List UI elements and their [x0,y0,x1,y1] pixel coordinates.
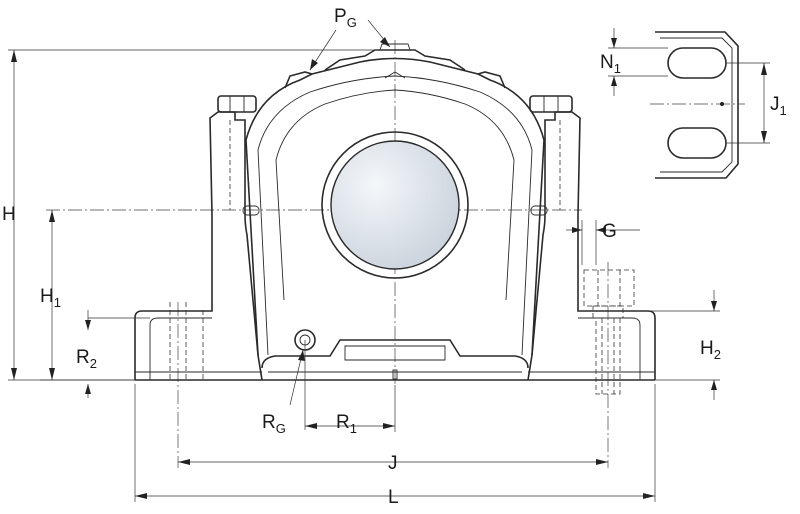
housing-body [134,43,656,381]
label-J1: J1 [770,94,787,118]
label-G: G [602,221,617,242]
label-R2: R2 [76,347,97,371]
foot-bolt-holes [169,302,204,380]
label-H: H [2,204,16,225]
label-L: L [388,487,399,508]
label-H1: H1 [40,286,61,310]
label-N1: N1 [600,52,621,76]
dimensions [8,19,720,502]
label-H2: H2 [700,338,721,362]
label-RG: RG [262,412,286,436]
label-PG: PG [334,6,357,30]
label-J: J [388,453,398,474]
dimension-labels: H H1 R2 RG R1 J L G H2 PG N1 J1 [2,6,787,508]
cap-bolts [217,95,573,210]
detail-view [608,28,770,179]
bearing [321,131,469,279]
label-R1: R1 [336,412,357,436]
foot-bolt [583,269,635,395]
centerlines [46,40,609,468]
